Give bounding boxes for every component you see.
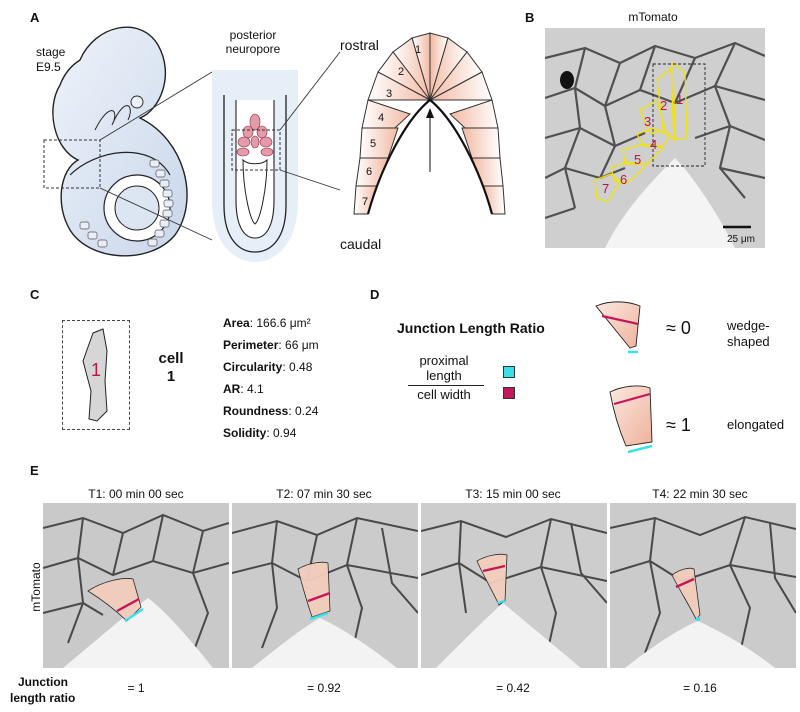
panel-c-cell-number: 1 bbox=[91, 360, 102, 380]
panel-c-cell-shape bbox=[82, 328, 108, 422]
scale-bar-label: 25 μm bbox=[727, 234, 755, 245]
panel-letter-b: B bbox=[525, 10, 535, 25]
panel-letter-a: A bbox=[30, 10, 40, 25]
panel-b-cell-6: 6 bbox=[620, 172, 628, 187]
panel-b-cell-2: 2 bbox=[660, 98, 668, 113]
schematic-cell-number-6: 6 bbox=[366, 166, 373, 178]
ratio-value-t3: = 0.42 bbox=[496, 681, 530, 695]
panel-b-cell-3: 3 bbox=[644, 114, 652, 129]
wedge-cell-diagram bbox=[595, 301, 641, 354]
embryo-drawing bbox=[43, 26, 213, 257]
wedge-ratio-value: ≈ 0 bbox=[666, 318, 691, 338]
schematic-cell-number-3: 3 bbox=[386, 88, 393, 100]
wedge-label-line1: wedge- bbox=[727, 318, 770, 333]
ratio-value-t1: = 1 bbox=[127, 681, 145, 695]
proximal-length-swatch bbox=[503, 366, 515, 378]
timepoint-label-t2: T2: 07 min 30 sec bbox=[276, 487, 372, 501]
panel-b-cell-4: 4 bbox=[650, 137, 658, 152]
panel-a-drawings bbox=[43, 26, 506, 262]
row-label-line2: length ratio bbox=[10, 691, 76, 705]
panel-b-cell-1: 1 bbox=[676, 92, 684, 107]
measurement-solidity: Solidity: 0.94 bbox=[223, 426, 297, 440]
panel-d-title: Junction Length Ratio bbox=[397, 320, 545, 336]
timepoint-image-t1 bbox=[43, 503, 229, 668]
timepoint-label-t3: T3: 15 min 00 sec bbox=[465, 487, 561, 501]
stage-label: stage bbox=[36, 45, 66, 59]
measurement-roundness: Roundness: 0.24 bbox=[223, 404, 319, 418]
panel-c-cell-label-line1: cell bbox=[158, 350, 184, 367]
measurement-area: Area: 166.6 μm² bbox=[223, 316, 311, 330]
cell-width-swatch bbox=[503, 387, 515, 399]
measurement-ar: AR: 4.1 bbox=[223, 382, 264, 396]
measurement-perimeter: Perimeter: 66 μm bbox=[223, 338, 319, 352]
measurement-circularity: Circularity: 0.48 bbox=[223, 360, 313, 374]
rostral-label: rostral bbox=[340, 37, 379, 53]
panel-b-title: mTomato bbox=[628, 10, 678, 24]
neuropore-drawing bbox=[212, 51, 341, 262]
caudal-label: caudal bbox=[340, 236, 382, 252]
ratio-numerator-line1: proximal bbox=[419, 353, 469, 368]
panel-e-y-label: mTomato bbox=[29, 562, 43, 612]
ratio-value-t2: = 0.92 bbox=[307, 681, 341, 695]
panel-letter-d: D bbox=[370, 287, 380, 302]
neuropore-label-line1: posterior bbox=[229, 28, 277, 42]
ratio-numerator-line2: length bbox=[426, 368, 462, 383]
panel-b-image bbox=[545, 28, 765, 248]
ratio-fraction-line bbox=[408, 385, 484, 386]
wedge-label-line2: shaped bbox=[727, 334, 770, 349]
stage-value: E9.5 bbox=[36, 60, 61, 74]
schematic-cell-number-5: 5 bbox=[370, 138, 377, 150]
elongated-cell-diagram bbox=[609, 385, 653, 454]
panel-b-micrograph bbox=[545, 28, 765, 248]
panel-letter-c: C bbox=[30, 287, 40, 302]
panel-b-cell-5: 5 bbox=[634, 152, 642, 167]
timepoint-image-t3 bbox=[421, 503, 607, 668]
timepoint-label-t1: T1: 00 min 00 sec bbox=[88, 487, 184, 501]
panel-c-cell-box bbox=[62, 320, 130, 430]
panel-c-cell-label-line2: 1 bbox=[166, 368, 176, 385]
schematic-cell-number-2: 2 bbox=[398, 66, 405, 78]
ratio-denominator: cell width bbox=[417, 387, 471, 402]
schematic-cell-number-7: 7 bbox=[362, 196, 369, 208]
neuropore-label-line2: neuropore bbox=[225, 42, 281, 56]
timepoint-label-t4: T4: 22 min 30 sec bbox=[652, 487, 748, 501]
schematic-cell-number-4: 4 bbox=[378, 112, 385, 124]
zippering-schematic bbox=[353, 30, 506, 215]
elongated-label: elongated bbox=[727, 417, 785, 432]
panel-b-cell-7: 7 bbox=[602, 181, 610, 196]
elongated-ratio-value: ≈ 1 bbox=[666, 415, 691, 435]
panel-letter-e: E bbox=[30, 463, 39, 478]
panel-a: stage E9.5 posterior neuropore rostral c… bbox=[0, 0, 520, 270]
ratio-value-t4: = 0.16 bbox=[683, 681, 717, 695]
row-label-line1: Junction bbox=[18, 675, 68, 689]
schematic-cell-number-1: 1 bbox=[415, 44, 422, 56]
timepoint-image-t4 bbox=[610, 503, 796, 668]
panel-d-cell-diagrams bbox=[595, 301, 653, 454]
timepoint-image-t2 bbox=[232, 503, 418, 668]
